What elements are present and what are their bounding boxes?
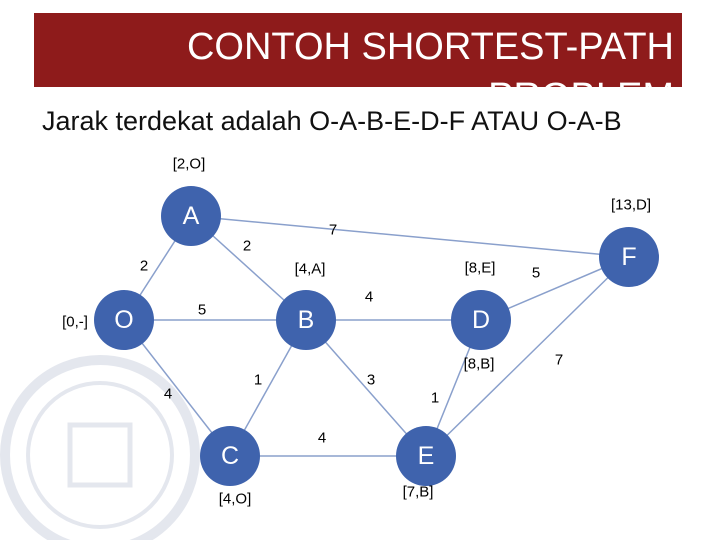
node-label-b: B	[298, 306, 315, 334]
node-tag-e: [7,B]	[403, 484, 434, 501]
title-bar	[34, 13, 682, 87]
edge-weight-b-e: 3	[367, 372, 375, 389]
edge-a-f	[190, 215, 630, 258]
edge-weight-a-b: 2	[243, 238, 251, 255]
edge-weight-c-e: 4	[318, 430, 326, 447]
node-label-c: C	[221, 442, 239, 470]
edge-weight-b-c: 1	[254, 372, 262, 389]
node-label-e: E	[418, 442, 435, 470]
edge-weight-o-c: 4	[164, 386, 172, 403]
edge-weight-e-f: 7	[555, 352, 563, 369]
edge-e-f	[425, 256, 630, 457]
node-tag-extra: [8,B]	[464, 356, 495, 373]
edge-b-e	[305, 319, 427, 457]
node-tag-f: [13,D]	[611, 197, 651, 214]
university-seal-watermark	[0, 355, 200, 540]
node-label-a: A	[183, 202, 200, 230]
node-tag-a: [2,O]	[173, 156, 206, 173]
edge-weight-o-b: 5	[198, 302, 206, 319]
node-tag-c: [4,O]	[219, 491, 252, 508]
edge-weight-d-f: 5	[532, 265, 540, 282]
node-o	[94, 290, 154, 350]
node-label-d: D	[472, 306, 490, 334]
slide-title: CONTOH SHORTEST-PATH PROBLEM	[186, 26, 674, 118]
node-f	[599, 227, 659, 287]
node-tag-o: [0,-]	[62, 314, 88, 331]
node-d	[451, 290, 511, 350]
node-e	[396, 426, 456, 486]
edge-weight-d-e: 1	[431, 390, 439, 407]
node-tag-b: [4,A]	[295, 261, 326, 278]
node-label-f: F	[621, 243, 636, 271]
slide-subtitle: Jarak terdekat adalah O-A-B-E-D-F ATAU O…	[42, 106, 622, 136]
edge-weight-o-a: 2	[140, 258, 148, 275]
node-b	[276, 290, 336, 350]
edge-weight-b-d: 4	[365, 289, 373, 306]
node-tag-d: [8,E]	[465, 260, 496, 277]
node-label-o: O	[114, 306, 133, 334]
node-a	[161, 186, 221, 246]
edge-weight-a-f: 7	[329, 222, 337, 239]
node-c	[200, 426, 260, 486]
